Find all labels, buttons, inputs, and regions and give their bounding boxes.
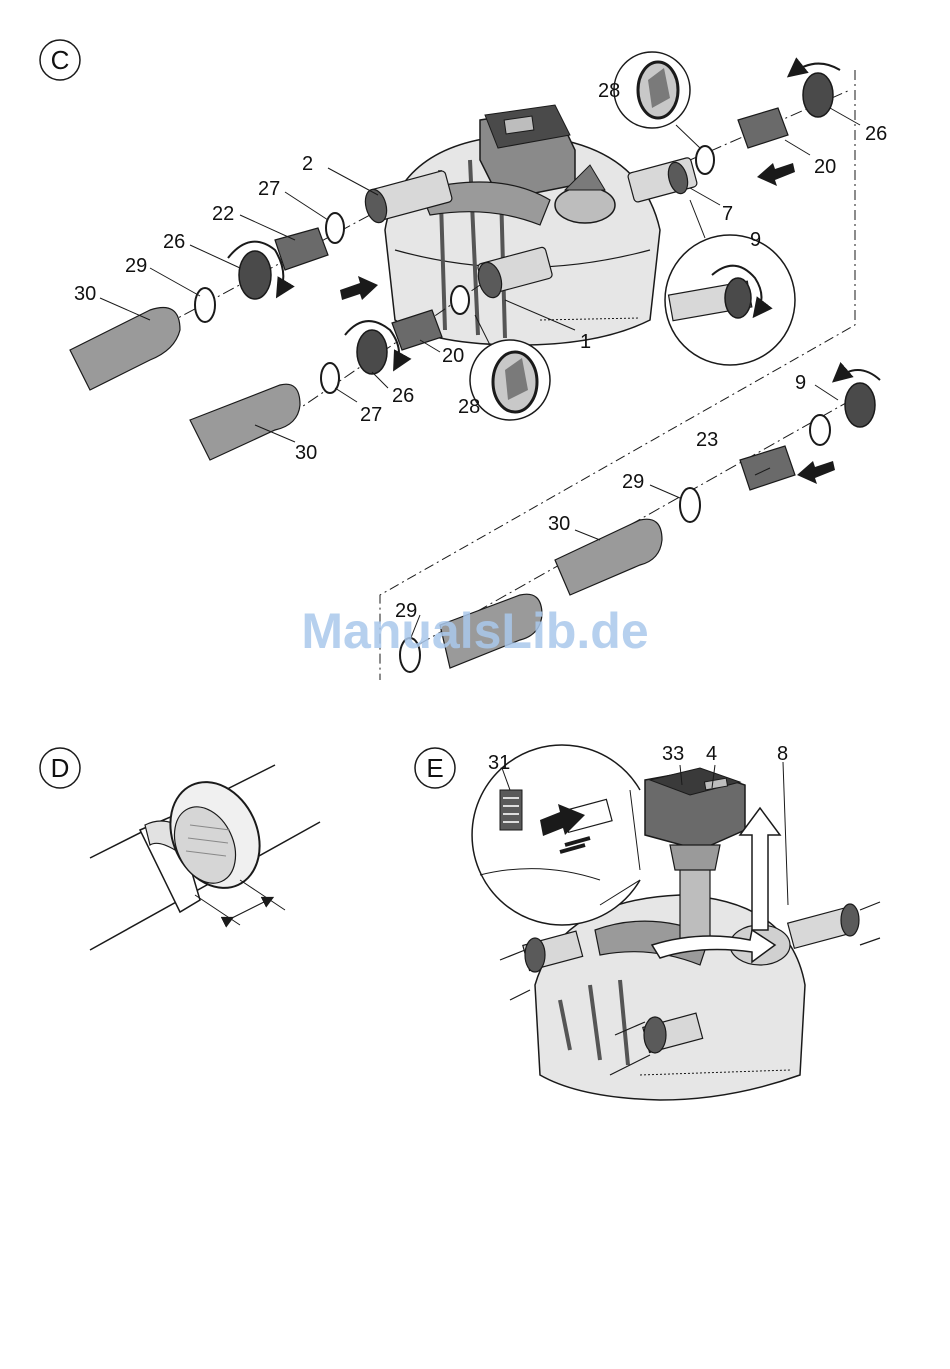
detail-circle-28-top: [614, 52, 700, 148]
label-33: 33: [662, 743, 684, 765]
pipe-with-clamp: [90, 765, 320, 950]
label-20: 20: [814, 156, 836, 178]
label-20: 20: [442, 345, 464, 367]
watermark: ManualsLib.de: [301, 603, 648, 659]
section-d: D: [40, 748, 320, 950]
label-26: 26: [392, 385, 414, 407]
section-c-letter: C: [51, 45, 70, 75]
label-2: 2: [302, 153, 313, 175]
section-e: E: [415, 743, 880, 1100]
label-26: 26: [163, 231, 185, 253]
label-23: 23: [696, 429, 718, 451]
label-22: 22: [212, 203, 234, 225]
section-c: C: [40, 40, 887, 680]
label-29: 29: [125, 255, 147, 277]
label-30: 30: [548, 513, 570, 535]
label-28: 28: [598, 80, 620, 102]
filter-housing: [385, 105, 660, 345]
label-9: 9: [795, 372, 806, 394]
label-30: 30: [74, 283, 96, 305]
label-28: 28: [458, 396, 480, 418]
label-29: 29: [622, 471, 644, 493]
section-e-letter: E: [426, 753, 443, 783]
label-7: 7: [722, 203, 733, 225]
label-31: 31: [488, 752, 510, 774]
label-4: 4: [706, 743, 717, 765]
label-8: 8: [777, 743, 788, 765]
label-26: 26: [865, 123, 887, 145]
label-9: 9: [750, 229, 761, 251]
label-30: 30: [295, 442, 317, 464]
label-27: 27: [258, 178, 280, 200]
label-1: 1: [580, 331, 591, 353]
label-27: 27: [360, 404, 382, 426]
section-d-letter: D: [51, 753, 70, 783]
